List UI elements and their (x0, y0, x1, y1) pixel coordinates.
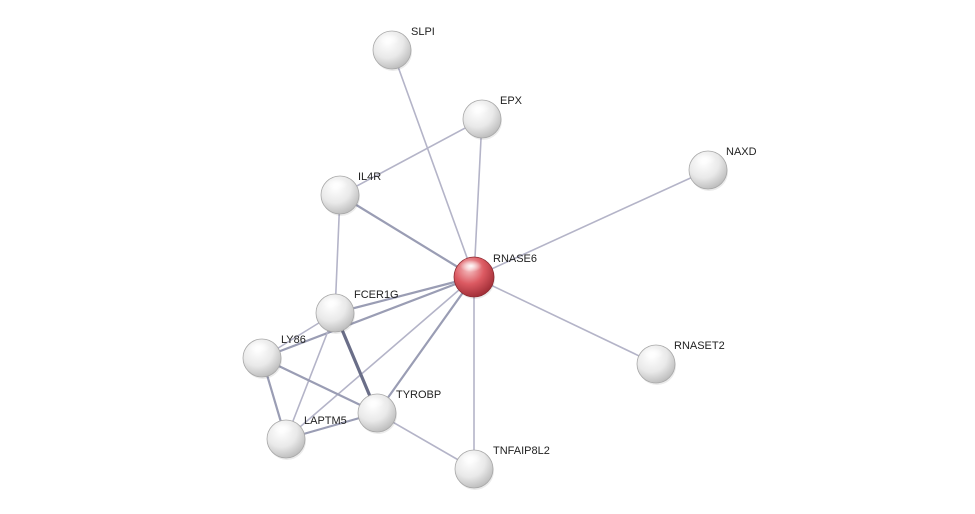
node-highlight (321, 296, 343, 309)
edge-rnase6-laptm5[interactable] (285, 276, 475, 440)
node-il4r[interactable]: IL4R (320, 171, 381, 216)
node-highlight (248, 341, 270, 354)
node-label-ly86: LY86 (281, 334, 306, 346)
node-label-naxd: NAXD (726, 146, 757, 158)
node-tyrobp[interactable]: TYROBP (357, 389, 441, 434)
node-rnaset2[interactable]: RNASET2 (636, 340, 725, 385)
node-slpi[interactable]: SLPI (372, 26, 435, 71)
edge-rnase6-ly86[interactable] (260, 275, 476, 360)
node-highlight (460, 452, 482, 465)
node-label-tnfaip8l2: TNFAIP8L2 (493, 445, 550, 457)
node-rnase6[interactable]: RNASE6 (453, 253, 537, 299)
node-label-il4r: IL4R (358, 171, 381, 183)
node-naxd[interactable]: NAXD (688, 146, 757, 191)
node-label-tyrobp: TYROBP (396, 389, 441, 401)
node-highlight (326, 178, 348, 191)
edge-rnase6-il4r[interactable] (338, 193, 476, 279)
node-label-slpi: SLPI (411, 26, 435, 38)
edge-rnase6-epx[interactable] (473, 118, 483, 278)
node-label-rnaset2: RNASET2 (674, 340, 725, 352)
node-fcer1g[interactable]: FCER1G (315, 289, 399, 334)
node-highlight (378, 33, 400, 46)
edge-rnase6-rnaset2[interactable] (473, 276, 657, 365)
edge-rnase6-naxd[interactable] (473, 169, 709, 278)
node-tnfaip8l2[interactable]: TNFAIP8L2 (454, 445, 550, 490)
edge-ly86-tyrobp[interactable] (260, 356, 379, 415)
node-highlight (363, 396, 385, 409)
node-highlight (468, 102, 490, 115)
node-highlight (272, 422, 294, 435)
edge-rnase6-tyrobp[interactable] (375, 275, 476, 415)
node-highlight (642, 347, 664, 360)
node-label-epx: EPX (500, 95, 523, 107)
node-ly86[interactable]: LY86 (242, 334, 306, 379)
edge-rnase6-slpi[interactable] (391, 49, 475, 278)
edge-rnase6-fcer1g[interactable] (333, 275, 476, 315)
node-highlight (460, 260, 482, 272)
node-label-rnase6: RNASE6 (493, 253, 537, 265)
edge-il4r-fcer1g[interactable] (334, 194, 341, 314)
node-epx[interactable]: EPX (462, 95, 523, 140)
edge-il4r-epx[interactable] (339, 118, 483, 196)
node-highlight (694, 153, 716, 166)
node-label-fcer1g: FCER1G (354, 289, 399, 301)
node-label-laptm5: LAPTM5 (304, 415, 347, 427)
edge-fcer1g-laptm5[interactable] (285, 312, 336, 440)
node-laptm5[interactable]: LAPTM5 (266, 415, 347, 460)
